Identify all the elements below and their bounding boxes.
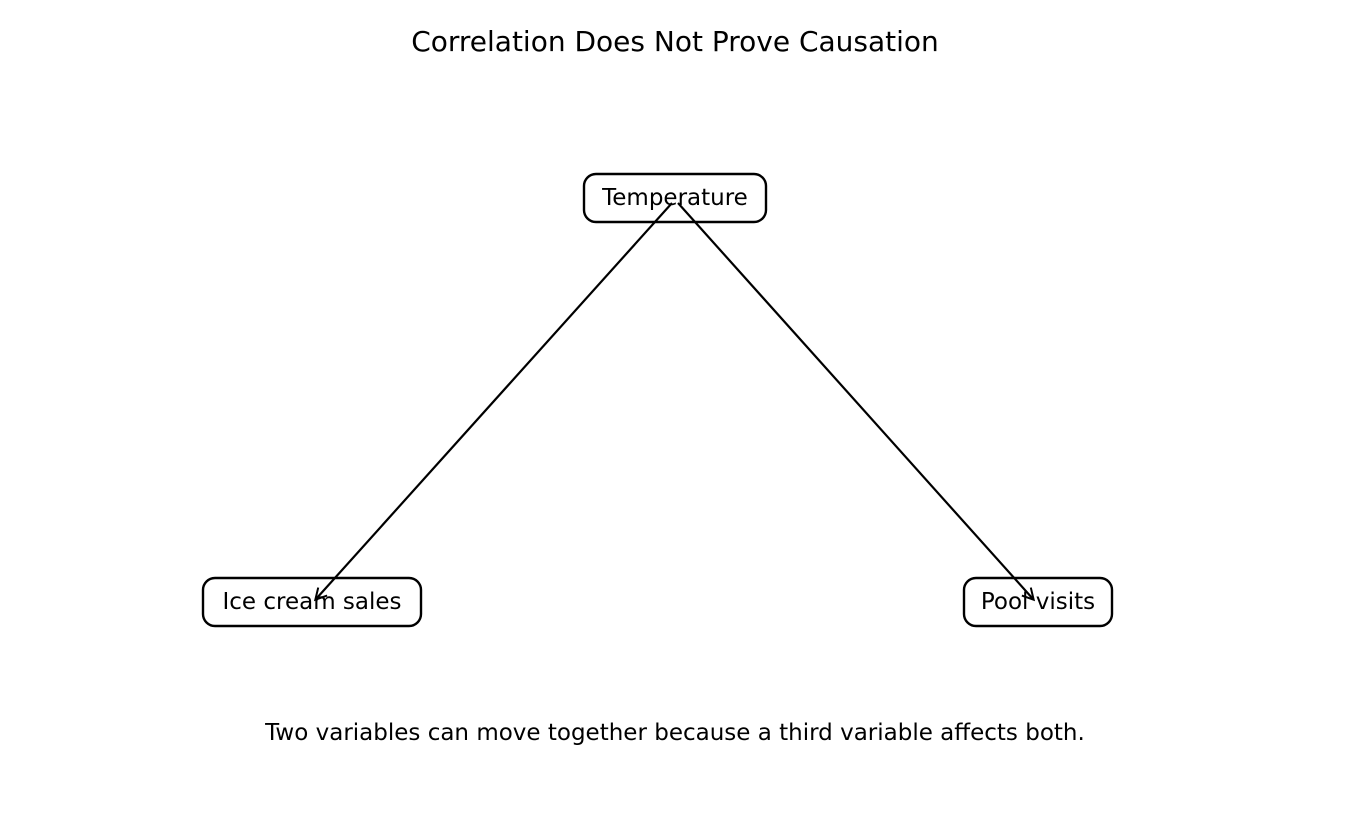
diagram-caption: Two variables can move together because … bbox=[265, 720, 1085, 746]
node-temperature: Temperature bbox=[582, 172, 768, 224]
node-pool-visits-box bbox=[962, 576, 1114, 628]
node-temperature-box bbox=[582, 172, 768, 224]
edge-temperature-to-ice-cream-sales bbox=[316, 202, 673, 599]
node-pool-visits-label: Pool visits bbox=[981, 589, 1095, 615]
node-ice-cream-sales-label: Ice cream sales bbox=[222, 589, 401, 615]
node-pool-visits: Pool visits bbox=[962, 576, 1114, 628]
edge-temperature-to-pool-visits bbox=[677, 202, 1033, 599]
diagram-title: Correlation Does Not Prove Causation bbox=[411, 25, 939, 58]
node-ice-cream-sales-box bbox=[201, 576, 423, 628]
node-temperature-label: Temperature bbox=[601, 185, 748, 211]
node-ice-cream-sales: Ice cream sales bbox=[201, 576, 423, 628]
